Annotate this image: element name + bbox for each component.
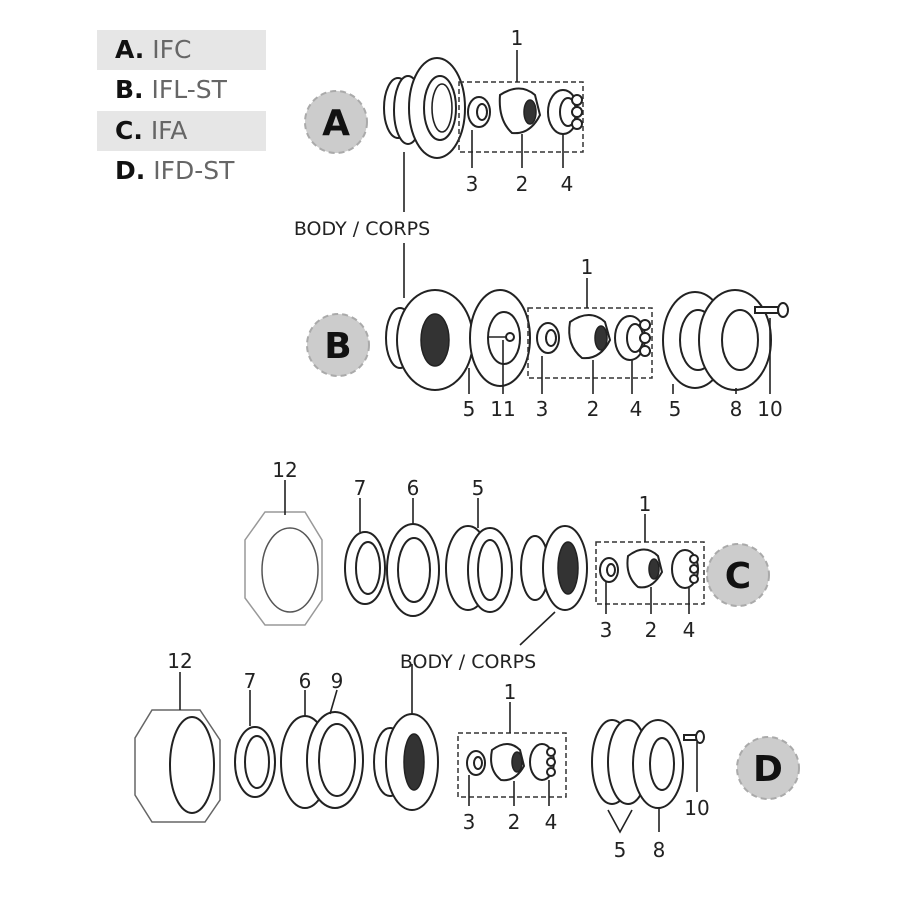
badge-b: B bbox=[306, 313, 370, 377]
kit-box bbox=[458, 81, 584, 153]
legend-item-d: D. IFD-ST bbox=[97, 151, 266, 191]
badge-letter: B bbox=[324, 326, 351, 367]
part-2-cone bbox=[490, 743, 526, 782]
callout-6: 6 bbox=[299, 669, 312, 693]
callout-10: 10 bbox=[757, 397, 782, 421]
callout-8: 8 bbox=[653, 838, 666, 862]
part-3-washer bbox=[536, 322, 560, 354]
legend-model: IFD-ST bbox=[153, 156, 235, 185]
callout-8: 8 bbox=[730, 397, 743, 421]
callout-5: 5 bbox=[614, 838, 627, 862]
part-2-cone bbox=[498, 87, 542, 135]
part-8-flange bbox=[698, 289, 772, 391]
callout-7: 7 bbox=[244, 669, 257, 693]
body-label: BODY / CORPS bbox=[294, 218, 430, 240]
part-7-ring bbox=[234, 726, 276, 798]
callout-2: 2 bbox=[516, 172, 529, 196]
part-8-flange bbox=[632, 719, 684, 809]
legend-model: IFA bbox=[150, 116, 188, 145]
callout-4: 4 bbox=[683, 618, 696, 642]
badge-d: D bbox=[736, 736, 800, 800]
callout-2: 2 bbox=[645, 618, 658, 642]
kit-box bbox=[457, 732, 567, 798]
callout-1: 1 bbox=[511, 26, 524, 50]
kit-box bbox=[595, 541, 705, 605]
callout-2: 2 bbox=[508, 810, 521, 834]
legend-letter: C. bbox=[115, 116, 143, 145]
callout-1: 1 bbox=[639, 492, 652, 516]
callout-11: 11 bbox=[490, 397, 515, 421]
legend-letter: A. bbox=[115, 35, 145, 64]
body-part bbox=[385, 289, 474, 391]
kit-box bbox=[527, 307, 653, 379]
part-10-bolt bbox=[683, 730, 705, 744]
badge-c: C bbox=[706, 543, 770, 607]
callout-4: 4 bbox=[630, 397, 643, 421]
assembly-d: 12 7 6 9 1 3 2 4 5 8 10 bbox=[134, 649, 710, 862]
part-6-gasket bbox=[386, 523, 440, 617]
callout-3: 3 bbox=[466, 172, 479, 196]
badge-letter: D bbox=[753, 749, 783, 790]
part-4-nut bbox=[614, 315, 651, 361]
callout-12: 12 bbox=[167, 649, 192, 673]
body-part bbox=[373, 713, 439, 811]
part-11-screw bbox=[488, 332, 515, 342]
part-7-ring bbox=[344, 531, 386, 605]
callout-7: 7 bbox=[354, 476, 367, 500]
part-9-ring bbox=[306, 711, 364, 809]
part-10-bolt bbox=[754, 302, 789, 318]
part-5-gasket bbox=[469, 289, 531, 387]
body-part bbox=[383, 57, 466, 159]
callout-10: 10 bbox=[684, 796, 709, 820]
callout-6: 6 bbox=[407, 476, 420, 500]
legend-letter: B. bbox=[115, 75, 144, 104]
assembly-a: 1 3 2 4 bbox=[383, 26, 584, 196]
callout-4: 4 bbox=[545, 810, 558, 834]
legend-item-c: C. IFA bbox=[97, 111, 266, 151]
body-part bbox=[520, 525, 588, 611]
badge-a: A bbox=[304, 90, 368, 154]
part-3-washer bbox=[599, 557, 619, 583]
callout-3: 3 bbox=[600, 618, 613, 642]
assembly-c: 12 7 6 5 1 3 2 4 BODY / CORPS bbox=[244, 458, 705, 673]
callout-9: 9 bbox=[331, 669, 344, 693]
callout-12: 12 bbox=[272, 458, 297, 482]
callout-5: 5 bbox=[463, 397, 476, 421]
callout-5: 5 bbox=[472, 476, 485, 500]
callout-3: 3 bbox=[463, 810, 476, 834]
legend-model: IFC bbox=[152, 35, 192, 64]
part-2-cone bbox=[626, 548, 664, 589]
legend-item-b: B. IFL-ST bbox=[97, 70, 266, 110]
callout-4: 4 bbox=[561, 172, 574, 196]
part-4-nut bbox=[547, 89, 583, 135]
part-5-gaskets bbox=[445, 525, 513, 613]
part-3-washer bbox=[467, 96, 491, 128]
callout-5: 5 bbox=[669, 397, 682, 421]
part-4-nut bbox=[671, 549, 699, 589]
badge-letter: A bbox=[322, 103, 350, 144]
assembly-b: 1 5 11 3 2 4 5 8 10 bbox=[385, 255, 789, 421]
body-label: BODY / CORPS bbox=[400, 651, 536, 673]
part-12-locknut bbox=[134, 709, 221, 823]
part-12-locknut bbox=[244, 511, 323, 626]
badge-letter: C bbox=[725, 556, 751, 597]
callout-1: 1 bbox=[581, 255, 594, 279]
legend-item-a: A. IFC bbox=[97, 30, 266, 70]
part-3-washer bbox=[466, 750, 486, 776]
legend-letter: D. bbox=[115, 156, 146, 185]
part-2-cone bbox=[568, 314, 612, 360]
callout-1: 1 bbox=[504, 680, 517, 704]
callout-2: 2 bbox=[587, 397, 600, 421]
callout-3: 3 bbox=[536, 397, 549, 421]
legend-model: IFL-ST bbox=[151, 75, 227, 104]
part-4-nut bbox=[529, 743, 556, 781]
